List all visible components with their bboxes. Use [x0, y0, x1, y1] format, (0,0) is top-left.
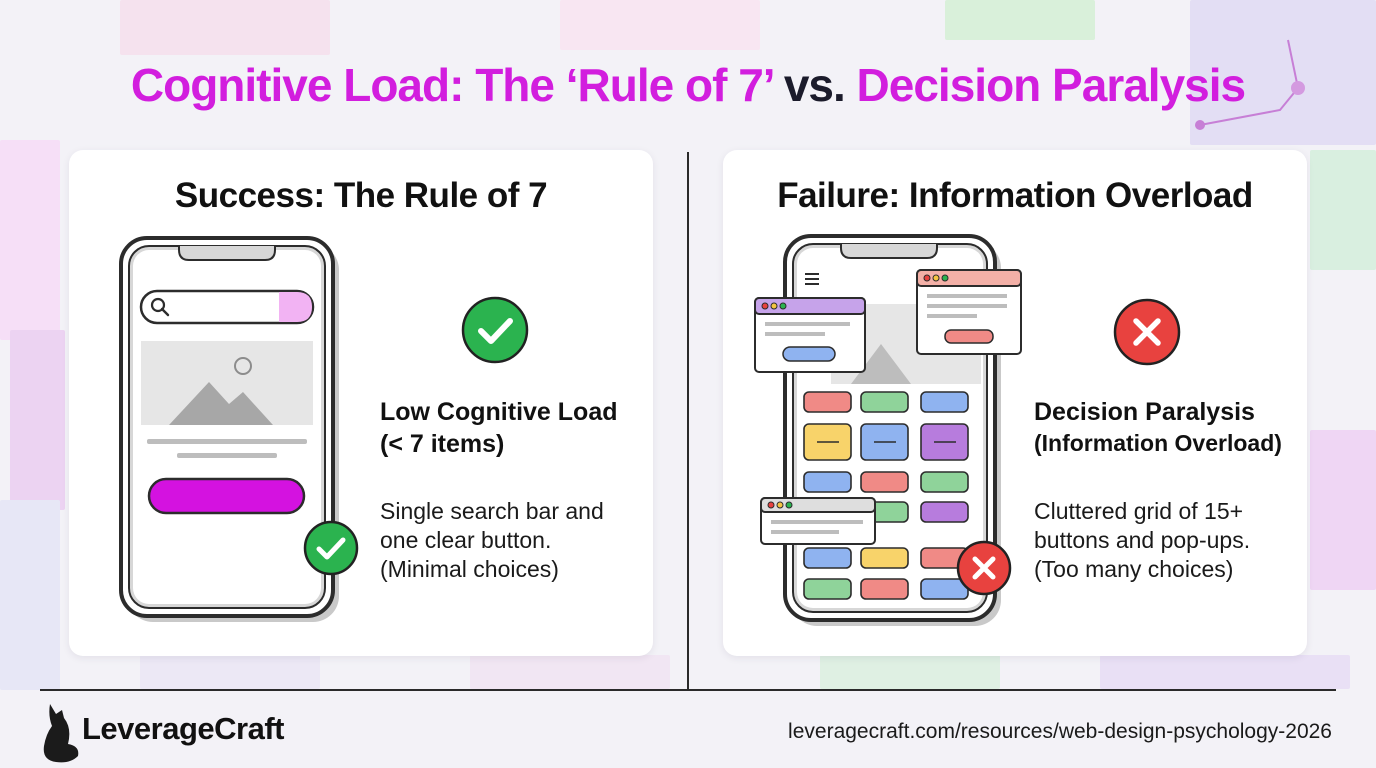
- title-vs: vs.: [783, 59, 846, 111]
- cluttered-phone-illustration: [754, 234, 1022, 626]
- check-circle-icon: [461, 296, 529, 364]
- fox-logo-icon: [43, 704, 79, 763]
- popup-window-right: [916, 269, 1022, 355]
- x-badge-icon: [956, 540, 1012, 596]
- button-grid: [803, 391, 969, 600]
- success-description-line-3: (Minimal choices): [380, 556, 559, 582]
- page-title: Cognitive Load: The ‘Rule of 7’ vs. Deci…: [0, 58, 1376, 112]
- search-bar: [139, 289, 315, 325]
- success-heading-line-2: (< 7 items): [380, 430, 505, 458]
- check-badge-icon: [303, 520, 359, 576]
- failure-description-line-3: (Too many choices): [1034, 556, 1234, 582]
- simple-phone-illustration: [119, 236, 339, 622]
- success-card: Success: The Rule of 7 Low Cognitive Loa…: [69, 150, 653, 656]
- success-card-title: Success: The Rule of 7: [174, 176, 548, 215]
- image-placeholder-icon: [141, 341, 313, 425]
- title-part-2: Decision Paralysis: [856, 59, 1247, 111]
- success-description-line-1: Single search bar and: [380, 498, 604, 524]
- footer-divider: [40, 689, 1336, 691]
- failure-description-line-2: buttons and pop-ups.: [1034, 527, 1251, 553]
- failure-description: Cluttered grid of 15+ buttons and pop-up…: [1034, 497, 1304, 584]
- success-heading-line-1: Low Cognitive Load: [380, 398, 618, 426]
- failure-heading: Decision Paralysis: [1034, 396, 1304, 428]
- vertical-divider: [687, 152, 689, 690]
- title-part-1: Cognitive Load: The ‘Rule of 7’: [130, 59, 773, 111]
- success-description: Single search bar and one clear button. …: [380, 497, 650, 584]
- resource-url: leveragecraft.com/resources/web-design-p…: [788, 720, 1332, 743]
- failure-subheading: (Information Overload): [1034, 430, 1282, 456]
- popup-window-bottom: [760, 497, 876, 545]
- x-circle-icon: [1113, 298, 1181, 366]
- success-description-line-2: one clear button.: [380, 527, 552, 553]
- decorative-connector-lines: [1195, 39, 1305, 130]
- failure-heading-line-1: Decision Paralysis: [1034, 398, 1255, 426]
- menu-icon: [805, 273, 819, 285]
- brand-name: LeverageCraft: [82, 711, 284, 746]
- failure-card-title: Failure: Information Overload: [777, 176, 1253, 215]
- popup-window-left: [754, 297, 866, 373]
- failure-card: Failure: Information Overload: [723, 150, 1307, 656]
- success-heading: Low Cognitive Load (< 7 items): [380, 396, 650, 460]
- failure-description-line-1: Cluttered grid of 15+: [1034, 498, 1244, 524]
